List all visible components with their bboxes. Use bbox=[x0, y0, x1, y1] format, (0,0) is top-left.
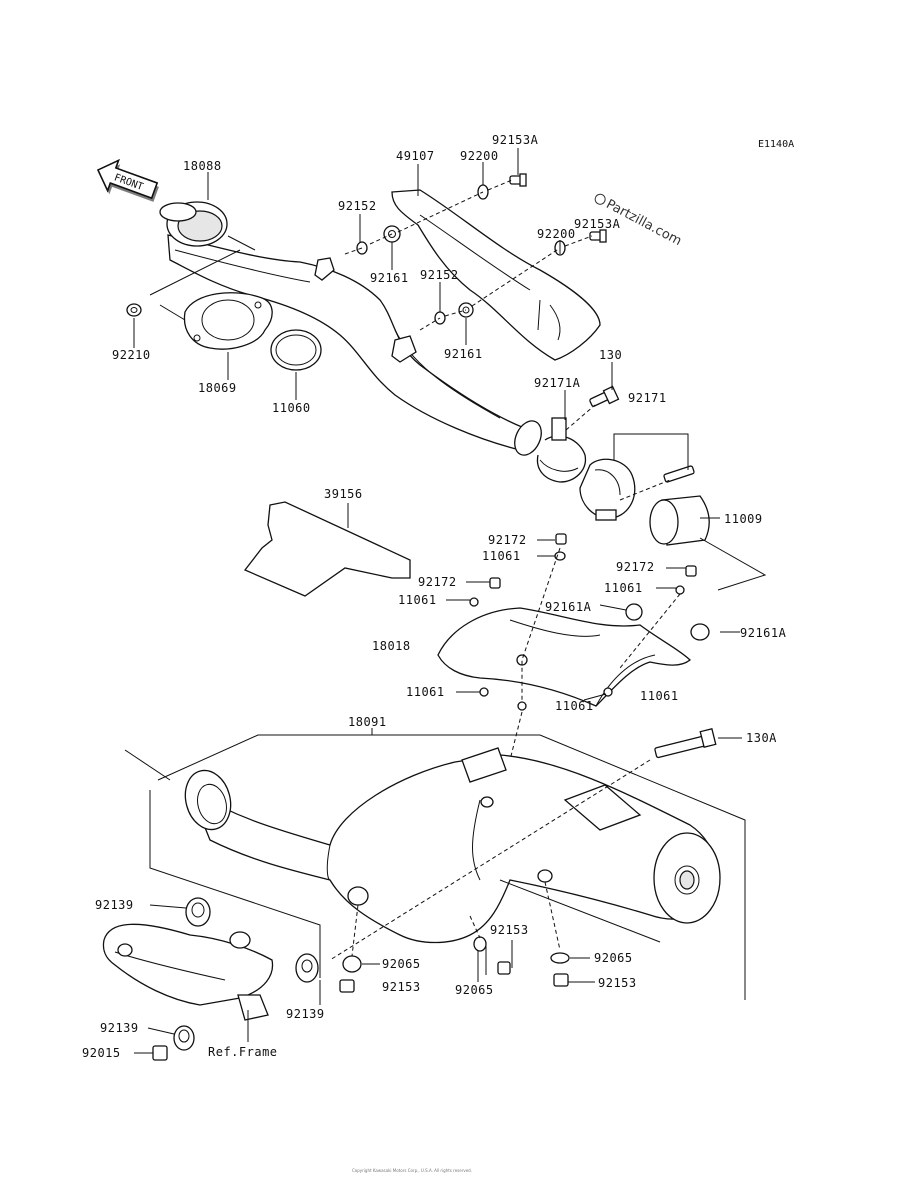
label-92210: 92210 bbox=[112, 348, 151, 362]
label-92172-a: 92172 bbox=[488, 533, 527, 547]
label-92200-a: 92200 bbox=[460, 149, 499, 163]
label-18018: 18018 bbox=[372, 639, 411, 653]
bolt-92153-c bbox=[497, 961, 511, 975]
washer-92065-a bbox=[342, 955, 362, 973]
label-18088: 18088 bbox=[183, 159, 222, 173]
bracket-ref-frame bbox=[102, 923, 274, 1021]
label-130A: 130A bbox=[746, 731, 777, 745]
washer-92152-a bbox=[356, 241, 368, 255]
label-11009: 11009 bbox=[724, 512, 763, 526]
rubber-92139-c bbox=[173, 1025, 195, 1051]
label-11061-b: 11061 bbox=[604, 581, 643, 595]
bolt-130 bbox=[589, 385, 620, 407]
label-92161A-b: 92161A bbox=[740, 626, 787, 640]
label-92153A-mid: 92153A bbox=[574, 217, 621, 231]
muffler-18091 bbox=[184, 747, 721, 944]
label-92161-b: 92161 bbox=[444, 347, 483, 361]
header-pipe-18088 bbox=[159, 201, 542, 456]
washer-11061-c bbox=[675, 585, 685, 595]
gasket-plate-39156 bbox=[243, 501, 411, 597]
label-92139-b: 92139 bbox=[286, 1007, 325, 1021]
label-92065-c: 92065 bbox=[594, 951, 633, 965]
sleeve-11009 bbox=[649, 495, 710, 546]
washer-11061-b bbox=[469, 597, 479, 607]
bolt-92153A-b bbox=[589, 229, 607, 243]
label-92171: 92171 bbox=[628, 391, 667, 405]
nut-92161A-b bbox=[690, 623, 710, 641]
gasket-18069 bbox=[183, 292, 273, 350]
label-49107: 49107 bbox=[396, 149, 435, 163]
label-92065-b: 92065 bbox=[455, 983, 494, 997]
bolt-92153-d bbox=[553, 973, 569, 987]
rubber-92139-a bbox=[185, 897, 211, 927]
label-11060: 11060 bbox=[272, 401, 311, 415]
grommet-shield bbox=[516, 654, 528, 666]
label-92153-b: 92153 bbox=[382, 980, 421, 994]
label-92171A: 92171A bbox=[534, 376, 581, 390]
label-11061-e: 11061 bbox=[640, 689, 679, 703]
label-11061-f: 11061 bbox=[555, 699, 594, 713]
washer-92065-c bbox=[550, 952, 570, 964]
label-130: 130 bbox=[599, 348, 622, 362]
washer-92065-b bbox=[473, 936, 487, 952]
bolt-92172-a bbox=[555, 533, 567, 545]
heat-guard-49107 bbox=[391, 189, 601, 361]
nut-92015 bbox=[152, 1045, 168, 1061]
label-ref-frame: Ref.Frame bbox=[208, 1045, 278, 1059]
bolt-92153A-a bbox=[509, 173, 527, 187]
gasket-ring-11060 bbox=[270, 329, 322, 371]
label-92139-c: 92139 bbox=[100, 1021, 139, 1035]
label-11061-c: 11061 bbox=[398, 593, 437, 607]
label-92153-c: 92153 bbox=[490, 923, 529, 937]
label-92153-d: 92153 bbox=[598, 976, 637, 990]
label-92172-c: 92172 bbox=[418, 575, 457, 589]
label-39156: 39156 bbox=[324, 487, 363, 501]
label-92152-b: 92152 bbox=[420, 268, 459, 282]
label-92139-a: 92139 bbox=[95, 898, 134, 912]
diagram-code: E1140A bbox=[758, 139, 794, 150]
washer-11061-d bbox=[479, 687, 489, 697]
footer-copyright: Copyright Kawasaki Motors Corp., U.S.A. … bbox=[352, 1168, 472, 1173]
label-92172-b: 92172 bbox=[616, 560, 655, 574]
bolt-92153-b bbox=[339, 979, 355, 993]
label-11061-a: 11061 bbox=[482, 549, 521, 563]
washer-11061-f bbox=[517, 701, 527, 711]
label-11061-d: 11061 bbox=[406, 685, 445, 699]
nut-92210 bbox=[126, 303, 142, 317]
bolt-92172-c bbox=[685, 565, 697, 577]
bolt-92172-b bbox=[489, 577, 501, 589]
clamp-92171A bbox=[536, 417, 587, 483]
nut-92161A-a bbox=[625, 603, 643, 621]
label-18091: 18091 bbox=[348, 715, 387, 729]
heat-shield-18018 bbox=[437, 607, 691, 707]
washer-11061-e bbox=[603, 687, 613, 697]
label-92152-a: 92152 bbox=[338, 199, 377, 213]
clamp-92171 bbox=[579, 458, 695, 521]
label-92065-a: 92065 bbox=[382, 957, 421, 971]
label-92015: 92015 bbox=[82, 1046, 121, 1060]
bolt-130A bbox=[654, 727, 717, 759]
label-18069: 18069 bbox=[198, 381, 237, 395]
label-92153A-top: 92153A bbox=[492, 133, 539, 147]
rubber-92139-b bbox=[295, 953, 319, 983]
label-92161A-a: 92161A bbox=[545, 600, 592, 614]
label-92200-b: 92200 bbox=[537, 227, 576, 241]
washer-11061-a bbox=[554, 551, 566, 561]
label-92161-a: 92161 bbox=[370, 271, 409, 285]
front-arrow-icon: FRONT bbox=[97, 158, 159, 202]
